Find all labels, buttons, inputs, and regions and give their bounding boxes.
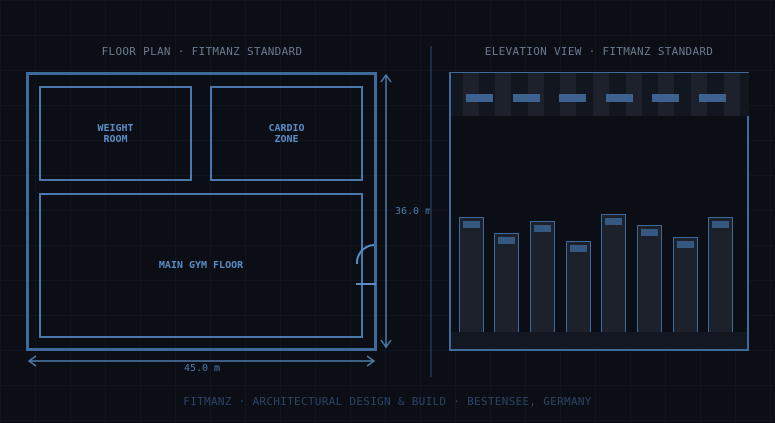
elevation-frame [449, 72, 749, 351]
clerestory-window [652, 94, 679, 102]
depth-dimension-label: 36.0 m [395, 206, 432, 217]
floor-plan-title: FLOOR PLAN · FITMANZ STANDARD [101, 45, 303, 58]
room-cardio-zone[interactable]: CARDIO ZONE [210, 86, 363, 181]
width-dimension-label: 45.0 m [183, 363, 221, 374]
footer-caption: FITMANZ · ARCHITECTURAL DESIGN & BUILD ·… [183, 395, 592, 408]
door-swing-icon [355, 244, 376, 285]
elevation-base [451, 332, 747, 349]
room-label: CARDIO ZONE [268, 122, 305, 145]
facade-column [708, 217, 733, 334]
clerestory-window [559, 94, 586, 102]
room-weight-room[interactable]: WEIGHT ROOM [39, 86, 192, 181]
width-dimension-arrow-icon [27, 355, 376, 367]
floor-plan-outer-wall [26, 72, 377, 351]
room-label: WEIGHT ROOM [97, 122, 134, 145]
depth-dimension-arrow-icon [380, 73, 392, 349]
facade-column [673, 237, 698, 334]
facade-column [494, 233, 519, 334]
clerestory-window [699, 94, 726, 102]
room-main-gym-floor[interactable]: MAIN GYM FLOOR [39, 193, 363, 338]
panel-divider [430, 46, 432, 377]
facade-column [459, 217, 484, 334]
facade-column [637, 225, 662, 334]
room-label: MAIN GYM FLOOR [158, 260, 244, 271]
clerestory-window [606, 94, 633, 102]
clerestory-window [513, 94, 540, 102]
elevation-title: ELEVATION VIEW · FITMANZ STANDARD [484, 45, 714, 58]
elevation-roof-band [451, 73, 749, 116]
facade-column [601, 214, 626, 334]
clerestory-window [466, 94, 493, 102]
facade-column [566, 241, 591, 334]
facade-column [530, 221, 555, 334]
